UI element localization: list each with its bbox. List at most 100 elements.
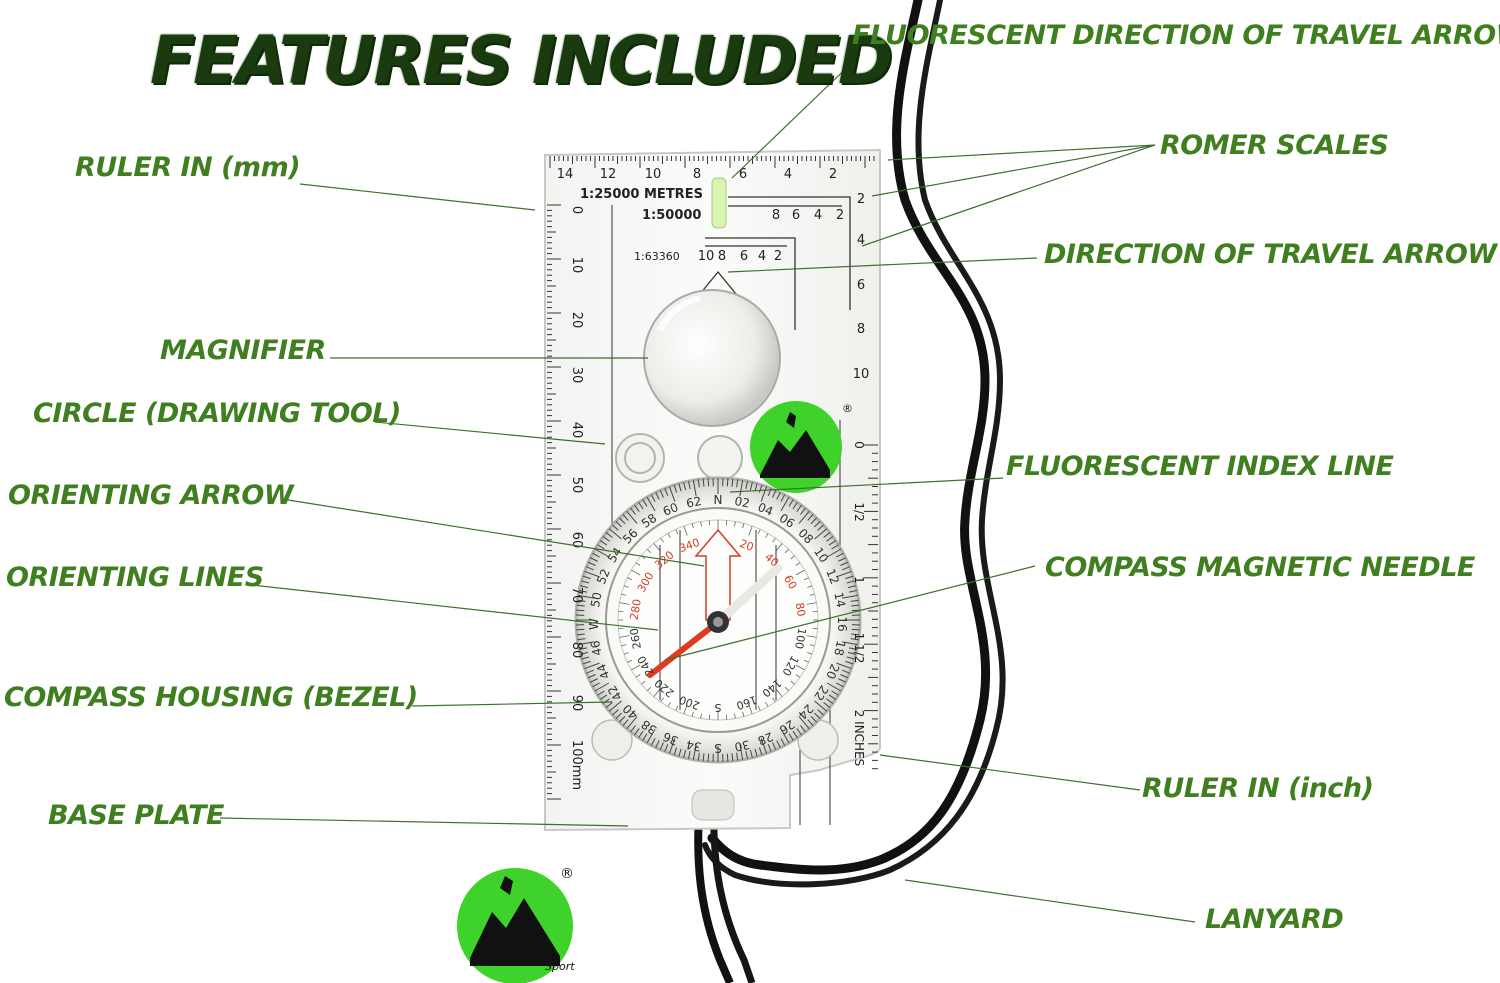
mm-ruler-number: 30	[569, 367, 584, 384]
inch-ruler-number: 0	[852, 441, 866, 449]
label-direction-of-travel-arrow: DIRECTION OF TRAVEL ARROW	[1044, 239, 1497, 270]
bezel-number: 46	[588, 639, 605, 657]
label-romer-scales: ROMER SCALES	[1160, 130, 1389, 161]
dial-number-red: 280	[628, 598, 644, 621]
scale-63360-label: 1:63360	[634, 250, 680, 263]
dial-number-red: 20	[738, 537, 756, 554]
magnifier-lens	[643, 289, 781, 427]
romer-scales-shapes	[705, 196, 851, 330]
label-orienting-arrow: ORIENTING ARROW	[8, 480, 294, 511]
bezel-number: 60	[661, 500, 680, 519]
top-scale-number: 10	[645, 167, 662, 182]
right-scale-number: 10	[853, 367, 870, 382]
fluorescent-travel-arrow-shape	[711, 177, 727, 229]
label-fluorescent-direction-arrow: FLUORESCENT DIRECTION OF TRAVEL ARROW	[852, 20, 1500, 51]
romer-63360-number: 4	[758, 249, 766, 264]
top-scale-number: 12	[600, 167, 617, 182]
brand-name-large: EcoPower	[476, 945, 548, 960]
inch-ruler-ticks	[864, 444, 878, 770]
bezel-number: S	[714, 741, 722, 755]
top-ruler-ticks	[549, 156, 875, 168]
drawing-circles	[615, 433, 743, 483]
compass-bezel	[574, 476, 862, 764]
mm-ruler-number: 0	[569, 206, 584, 214]
top-scale-number: 6	[739, 167, 747, 182]
romer-63360-number: 10	[698, 249, 715, 264]
brand-logo-small: EcoPower ®	[750, 401, 853, 493]
scale-25000-label: 1:25000 METRES	[580, 187, 703, 202]
romer-50000-number: 8	[772, 208, 780, 223]
mm-ruler-number: 40	[569, 422, 584, 439]
label-ruler-inch: RULER IN (inch)	[1142, 773, 1374, 804]
mm-ruler-number: 80	[569, 642, 584, 659]
mm-ruler-number: 70	[569, 587, 584, 604]
label-base-plate: BASE PLATE	[48, 800, 224, 831]
leader-lines	[219, 54, 1196, 923]
bezel-number: 52	[594, 567, 613, 586]
mm-ruler-number: 100mm	[569, 740, 584, 790]
right-scale-number: 4	[857, 233, 865, 248]
label-ruler-mm: RULER IN (mm)	[75, 152, 301, 183]
inch-ruler-number: 1 1/2	[852, 633, 866, 664]
brand-reg-large: ®	[560, 866, 574, 882]
romer-63360-number: 8	[718, 249, 726, 264]
mm-ruler-ticks	[547, 204, 561, 800]
top-scale-number: 4	[784, 167, 792, 182]
romer-50000-number: 4	[814, 208, 822, 223]
bezel-number: N	[714, 493, 723, 507]
top-scale-number: 8	[693, 167, 701, 182]
bezel-number: 34	[685, 737, 703, 754]
top-scale-number: 2	[829, 167, 837, 182]
right-scale-number: 2	[857, 192, 865, 207]
bezel-number: 62	[685, 494, 703, 511]
brand-sub-large: Sport	[545, 960, 575, 973]
bezel-number: 30	[733, 737, 751, 754]
bezel-number: W	[587, 618, 601, 630]
needle-red-end	[647, 619, 721, 678]
bezel-number: 14	[831, 591, 848, 609]
label-circle-drawing-tool: CIRCLE (DRAWING TOOL)	[33, 398, 401, 429]
mm-ruler-number: 60	[569, 532, 584, 549]
dial-number-red: 80	[793, 601, 808, 617]
brand-name-small: EcoPower	[766, 462, 827, 475]
bezel-number: 28	[756, 729, 775, 748]
page-title: FEATURES INCLUDED	[150, 22, 893, 99]
inch-ruler-number: 2 INCHES	[852, 710, 866, 767]
dial-number: 260	[628, 627, 644, 650]
brand-logo-large: EcoPower Sport ®	[457, 866, 575, 983]
bezel-number: 18	[831, 639, 848, 657]
romer-50000-number: 6	[792, 208, 800, 223]
label-compass-housing: COMPASS HOUSING (BEZEL)	[4, 682, 418, 713]
top-scale-number: 14	[557, 167, 574, 182]
right-scale-number: 8	[857, 322, 865, 337]
bezel-number: 50	[588, 591, 605, 609]
label-magnifier: MAGNIFIER	[160, 335, 326, 366]
bezel-number: 16	[835, 616, 849, 631]
mm-ruler-number: 10	[569, 257, 584, 274]
bezel-number: 12	[823, 567, 842, 586]
dial-number: 100	[792, 627, 808, 650]
dial-number-red: 60	[781, 573, 799, 592]
dial-number: S	[714, 701, 721, 714]
right-scale-number: 6	[857, 278, 865, 293]
brand-reg-small: ®	[842, 402, 853, 415]
bezel-number: 36	[661, 729, 680, 748]
romer-50000-number: 2	[836, 208, 844, 223]
bezel-number: 20	[823, 662, 842, 681]
bezel-number: 04	[756, 500, 775, 519]
inch-ruler-number: 1	[852, 576, 866, 584]
scale-50000-label: 1:50000	[642, 208, 701, 223]
label-fluorescent-index-line: FLUORESCENT INDEX LINE	[1006, 451, 1394, 482]
mm-ruler-number: 50	[569, 477, 584, 494]
romer-63360-number: 2	[774, 249, 782, 264]
label-lanyard: LANYARD	[1205, 904, 1344, 935]
label-compass-magnetic-needle: COMPASS MAGNETIC NEEDLE	[1045, 552, 1475, 583]
mm-ruler-number: 20	[569, 312, 584, 329]
bezel-number: 02	[733, 494, 751, 511]
bezel-number: 44	[594, 662, 613, 681]
inch-ruler-number: 1/2	[852, 502, 866, 521]
label-orienting-lines: ORIENTING LINES	[6, 562, 264, 593]
romer-63360-number: 6	[740, 249, 748, 264]
